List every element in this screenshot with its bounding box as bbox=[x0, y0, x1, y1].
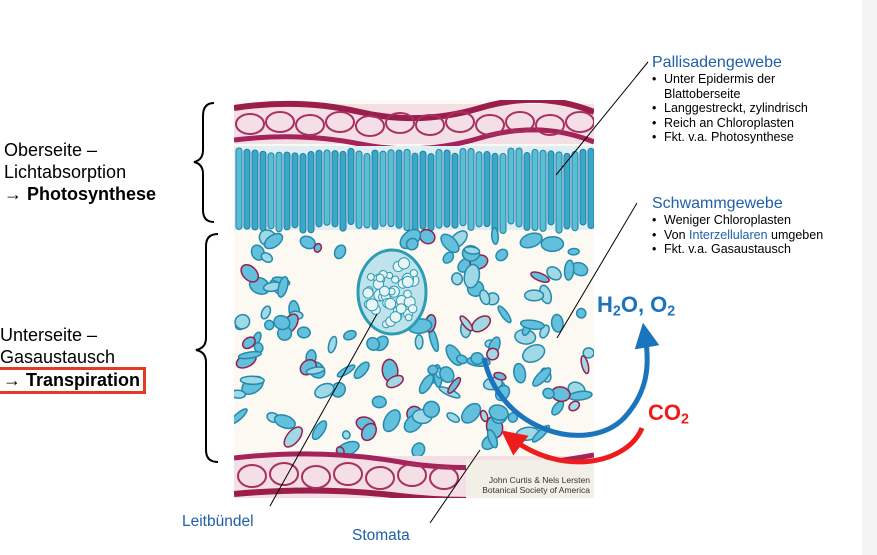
pallisade-item: Reich an Chloroplasten bbox=[652, 116, 862, 131]
schwamm-title: Schwammgewebe bbox=[652, 195, 783, 212]
pointer-stomata bbox=[429, 449, 481, 524]
leitbuendel-label: Leitbündel bbox=[182, 513, 254, 530]
pallisade-item: Unter Epidermis der bbox=[652, 72, 862, 87]
schwamm-item: Weniger Chloroplasten bbox=[652, 213, 874, 228]
h2o-rest: O, O bbox=[620, 292, 668, 317]
unterseite-line1: Unterseite – bbox=[0, 325, 98, 345]
credit-line2: Botanical Society of America bbox=[482, 485, 590, 495]
schwamm-list: Weniger Chloroplasten Von Interzellulare… bbox=[652, 213, 874, 257]
credit-line1: John Curtis & Nels Lersten bbox=[488, 475, 590, 485]
pallisade-block: Pallisadengewebe Unter Epidermis der Bla… bbox=[652, 54, 862, 145]
h2o-o2-arrow bbox=[481, 322, 660, 438]
slide-right-strip bbox=[862, 0, 877, 555]
h2o-h: H bbox=[597, 292, 613, 317]
schwamm-item2-post: umgeben bbox=[767, 227, 824, 242]
spongy-cells bbox=[234, 227, 594, 458]
oberseite-arrow: → bbox=[4, 184, 28, 204]
interzellularen-term: Interzellularen bbox=[689, 227, 768, 242]
pallisade-item: Langgestreckt, zylindrisch bbox=[652, 101, 862, 116]
image-credit: John Curtis & Nels Lersten Botanical Soc… bbox=[468, 475, 590, 495]
pallisade-item: Fkt. v.a. Photosynthese bbox=[652, 130, 862, 145]
schwamm-item: Von Interzellularen umgeben bbox=[652, 228, 874, 243]
o2-sub: 2 bbox=[667, 303, 676, 320]
stomata-label: Stomata bbox=[352, 527, 410, 544]
co2-sub: 2 bbox=[681, 411, 689, 428]
pallisade-item-cont: Blattoberseite bbox=[664, 86, 741, 101]
pallisade-list: Unter Epidermis der Blattoberseite Langg… bbox=[652, 72, 862, 145]
pointer-leitbuendel bbox=[269, 313, 378, 507]
schwamm-item: Fkt. v.a. Gasaustausch bbox=[652, 242, 874, 257]
lower-bracket bbox=[195, 233, 219, 463]
transpiration-box: → Transpiration bbox=[0, 367, 147, 394]
co2-text: CO bbox=[648, 400, 681, 425]
unterseite-line3: → Transpiration bbox=[0, 367, 147, 394]
unterseite-line2: Gasaustausch bbox=[0, 347, 116, 367]
oberseite-line1: Oberseite – bbox=[4, 140, 98, 160]
schwamm-item2-pre: Von bbox=[664, 227, 690, 242]
pallisade-title: Pallisadengewebe bbox=[652, 54, 782, 71]
h2o-o2-label: H2O, O2 bbox=[597, 292, 675, 320]
oberseite-label: Oberseite – Lichtabsorption → Photosynth… bbox=[4, 139, 156, 205]
schwamm-block: Schwammgewebe Weniger Chloroplasten Von … bbox=[652, 195, 874, 257]
co2-label: CO2 bbox=[648, 400, 689, 428]
oberseite-line3: → Photosynthese bbox=[4, 183, 156, 205]
co2-arrow bbox=[501, 426, 645, 465]
pointer-schwamm bbox=[556, 202, 638, 339]
upper-bracket bbox=[193, 102, 215, 223]
oberseite-photosynthese: Photosynthese bbox=[27, 184, 157, 204]
unterseite-arrow: → bbox=[3, 370, 27, 390]
unterseite-transpiration: Transpiration bbox=[26, 370, 141, 390]
pointer-pallisade bbox=[555, 61, 649, 176]
unterseite-label: Unterseite – Gasaustausch → Transpiratio… bbox=[0, 324, 147, 394]
oberseite-line2: Lichtabsorption bbox=[4, 162, 127, 182]
h2o-sub: 2 bbox=[612, 303, 621, 320]
palisade-cells bbox=[235, 147, 594, 235]
vascular-bundle bbox=[362, 257, 420, 329]
micrograph bbox=[234, 100, 594, 498]
